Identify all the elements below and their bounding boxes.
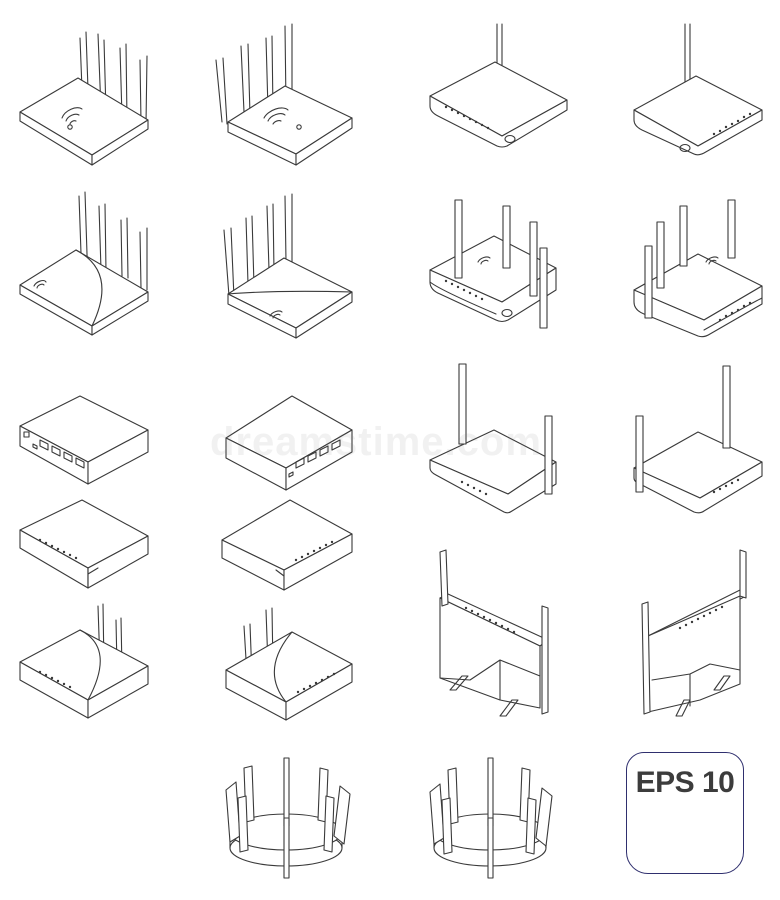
- curved-router-icon: [19, 191, 149, 336]
- modem-icon: [429, 23, 568, 148]
- wifi-router-icon: [215, 23, 353, 166]
- mesh-router-icon: [429, 757, 553, 879]
- ethernet-switch-icon: [19, 395, 149, 485]
- eps-badge: EPS 10: [626, 752, 744, 874]
- wifi-router-icon: [19, 31, 149, 166]
- box-antennas-icon: [225, 607, 353, 721]
- flat-box-icon: [221, 499, 353, 591]
- router-2-antennas-icon: [429, 363, 557, 514]
- badge-frame: [626, 752, 744, 874]
- standing-router-icon: [439, 549, 549, 717]
- standing-router-icon: [641, 549, 747, 717]
- rounded-router-icon: [633, 199, 763, 338]
- ethernet-switch-icon: [225, 395, 353, 491]
- router-2-antennas-icon: [633, 365, 763, 514]
- modem-icon: [633, 23, 763, 156]
- badge-label: EPS 10: [635, 766, 735, 799]
- mesh-router-icon: [225, 757, 351, 879]
- rounded-router-icon: [429, 199, 557, 329]
- flat-box-icon: [19, 499, 149, 589]
- curved-router-icon: [223, 193, 353, 339]
- box-antennas-icon: [19, 603, 149, 719]
